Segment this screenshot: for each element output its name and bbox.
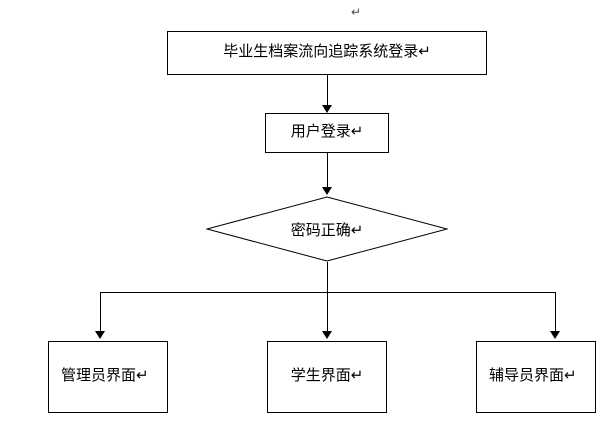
node-student-ui[interactable]: 学生界面↵ [267,341,387,413]
node-password-check[interactable]: 密码正确↵ [206,196,448,262]
edge-login-to-check [327,153,328,190]
arrow-title-to-login-icon [322,105,332,113]
node-admin-ui[interactable]: 管理员界面↵ [48,341,168,413]
edge-branch-left [100,292,101,334]
edge-title-to-login [327,75,328,108]
arrow-branch-center-icon [322,331,332,339]
arrow-login-to-check-icon [322,187,332,195]
paragraph-mark-icon: ↵ [351,5,362,19]
node-title-box[interactable]: 毕业生档案流向追踪系统登录↵ [167,31,487,75]
edge-branch-center [327,292,328,334]
edge-branch-right [555,292,556,334]
diamond-shape-icon [206,196,448,262]
edge-check-stem [327,262,328,293]
node-user-login[interactable]: 用户登录↵ [265,113,389,153]
node-password-check-label: 密码正确↵ [290,222,364,239]
node-counselor-ui[interactable]: 辅导员界面↵ [476,341,596,413]
arrow-branch-left-icon [95,331,105,339]
arrow-branch-right-icon [550,331,560,339]
